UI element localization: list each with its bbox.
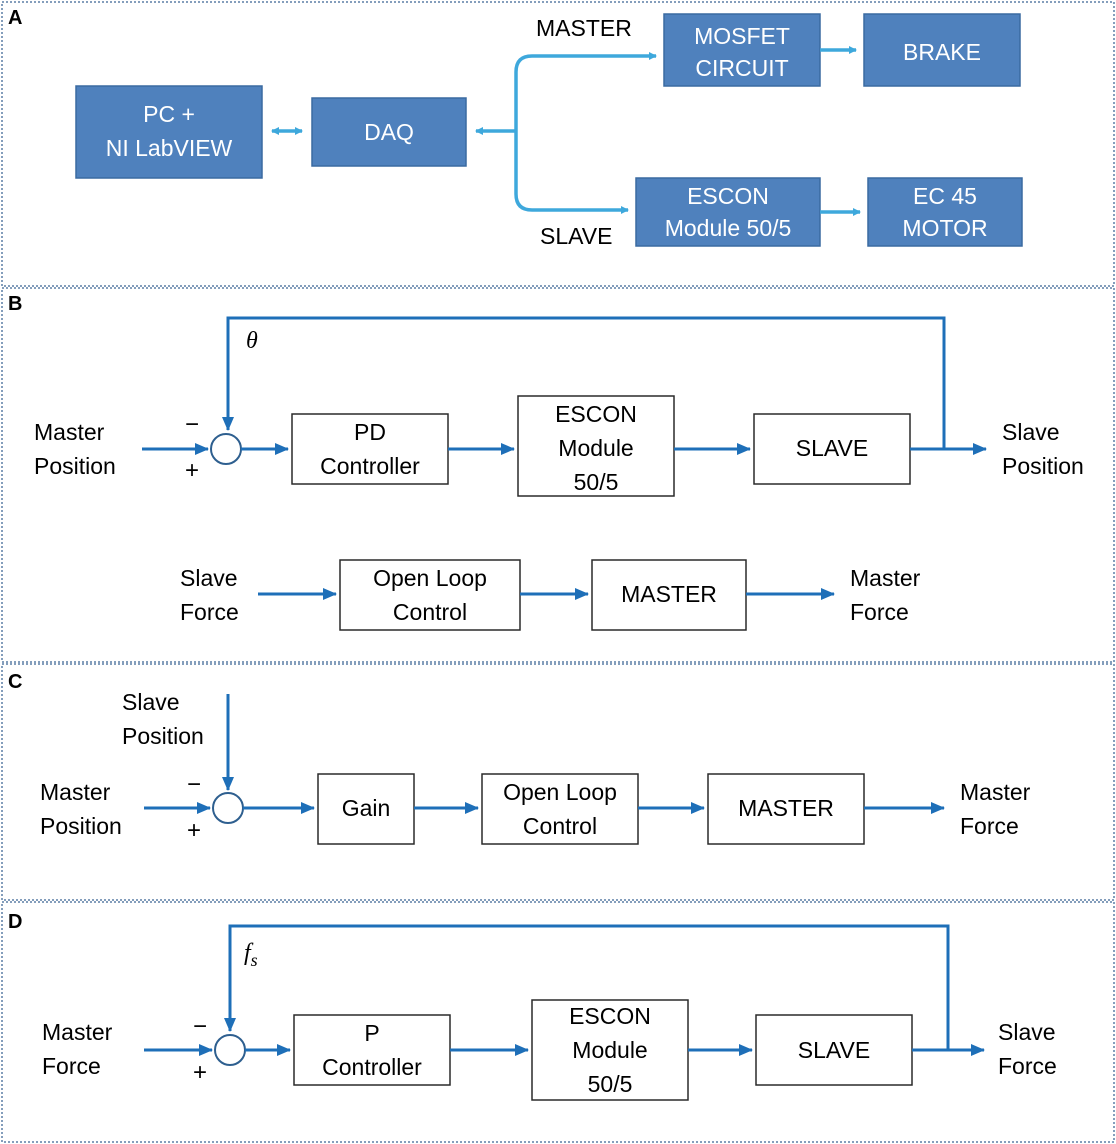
c-minus-sign: − — [187, 771, 201, 798]
b-escon-line2: Module — [558, 435, 633, 461]
b-slave-force-line2: Force — [180, 599, 239, 625]
panel-d-frame — [1, 901, 1115, 1143]
d-escon-module-block — [531, 999, 689, 1101]
escon-module-label-line2: Module 50/5 — [665, 215, 792, 241]
b-summing-junction — [210, 433, 242, 465]
b-master-force-line2: Force — [850, 599, 909, 625]
c-master-label: MASTER — [738, 795, 834, 821]
b-pd-controller-line2: Controller — [320, 453, 420, 479]
d-escon-line2: Module — [572, 1037, 647, 1063]
b-escon-line3: 50/5 — [574, 469, 619, 495]
c-top-input-line2: Position — [122, 723, 204, 749]
panel-b: B Master Position − + PD Controller ESCO… — [1, 287, 1115, 663]
d-summing-junction — [214, 1034, 246, 1066]
c-summing-junction — [212, 792, 244, 824]
escon-module-block — [635, 177, 821, 247]
pc-labview-label-line2: NI LabVIEW — [106, 135, 233, 161]
b-escon-module-block — [517, 395, 675, 497]
panel-c-frame — [1, 663, 1115, 901]
brake-block — [863, 13, 1021, 87]
b-open-loop-line2: Control — [393, 599, 467, 625]
c-output-line1: Master — [960, 779, 1031, 805]
b-master-block — [591, 559, 747, 631]
b-slave-block — [753, 413, 911, 485]
panel-b-letter: B — [8, 293, 22, 315]
d-output-line2: Force — [998, 1053, 1057, 1079]
b-feedback-line — [222, 316, 946, 449]
c-input-line2: Position — [40, 813, 122, 839]
c-top-input-line1: Slave — [122, 689, 180, 715]
b-plus-sign: + — [185, 457, 199, 484]
b-output-label-line1: Slave — [1002, 419, 1060, 445]
c-gain-label: Gain — [342, 795, 391, 821]
brake-label: BRAKE — [903, 39, 981, 65]
c-master-block — [707, 773, 865, 845]
c-open-loop-line1: Open Loop — [503, 779, 617, 805]
b-escon-line1: ESCON — [555, 401, 637, 427]
ec45-motor-label-line1: EC 45 — [913, 183, 977, 209]
c-output-line2: Force — [960, 813, 1019, 839]
panel-d-letter: D — [8, 911, 22, 933]
escon-module-label-line1: ESCON — [687, 183, 769, 209]
panel-c: C Slave Position Master Position − + Gai… — [1, 663, 1115, 901]
daq-label: DAQ — [364, 119, 414, 145]
b-pd-controller-line1: PD — [354, 419, 386, 445]
d-input-line1: Master — [42, 1019, 113, 1045]
slave-branch-label: SLAVE — [540, 223, 612, 249]
d-p-controller-line2: Controller — [322, 1054, 422, 1080]
pc-labview-label-line1: PC + — [143, 101, 195, 127]
c-input-line1: Master — [40, 779, 111, 805]
d-input-line2: Force — [42, 1053, 101, 1079]
master-branch-label: MASTER — [536, 15, 632, 41]
c-plus-sign: + — [187, 817, 201, 844]
b-slave-label: SLAVE — [796, 435, 868, 461]
d-slave-label: SLAVE — [798, 1037, 870, 1063]
d-fs-subscript: s — [251, 950, 258, 970]
b-theta-label: θ — [246, 328, 258, 354]
b-open-loop-control-block — [339, 559, 521, 631]
d-p-controller-block — [293, 1014, 451, 1086]
panel-a: A PC + NI LabVIEW DAQ MOSFET CIRCUIT BRA… — [1, 1, 1115, 287]
b-input-label-line2: Position — [34, 453, 116, 479]
d-plus-sign: + — [193, 1059, 207, 1086]
b-master-force-line1: Master — [850, 565, 921, 591]
mosfet-circuit-label-line2: CIRCUIT — [695, 55, 788, 81]
c-open-loop-control-block — [481, 773, 639, 845]
d-p-controller-line1: P — [364, 1020, 379, 1046]
bus-to-escon-arrow — [514, 131, 629, 214]
b-slave-force-line1: Slave — [180, 565, 238, 591]
d-feedback-line — [224, 924, 950, 1050]
panel-d: D Master Force − + P Controller ESCON Mo… — [1, 901, 1115, 1143]
mosfet-circuit-block — [663, 13, 821, 87]
panel-a-letter: A — [8, 7, 22, 29]
pc-labview-block — [75, 85, 263, 179]
d-minus-sign: − — [193, 1013, 207, 1040]
c-open-loop-line2: Control — [523, 813, 597, 839]
b-open-loop-line1: Open Loop — [373, 565, 487, 591]
b-input-label-line1: Master — [34, 419, 105, 445]
d-escon-line1: ESCON — [569, 1003, 651, 1029]
panel-a-frame — [1, 1, 1115, 287]
d-slave-block — [755, 1014, 913, 1086]
d-escon-line3: 50/5 — [588, 1071, 633, 1097]
bus-to-mosfet-arrow — [514, 52, 657, 131]
d-fs-label: fs — [244, 940, 258, 970]
b-master-label: MASTER — [621, 581, 717, 607]
b-output-label-line2: Position — [1002, 453, 1084, 479]
c-gain-block — [317, 773, 415, 845]
d-output-line1: Slave — [998, 1019, 1056, 1045]
d-fs-symbol: f — [244, 940, 254, 966]
mosfet-circuit-label-line1: MOSFET — [694, 23, 790, 49]
ec45-motor-label-line2: MOTOR — [902, 215, 987, 241]
panel-b-frame — [1, 287, 1115, 663]
panel-c-letter: C — [8, 671, 22, 693]
b-minus-sign: − — [185, 411, 199, 438]
ec45-motor-block — [867, 177, 1023, 247]
daq-block — [311, 97, 467, 167]
